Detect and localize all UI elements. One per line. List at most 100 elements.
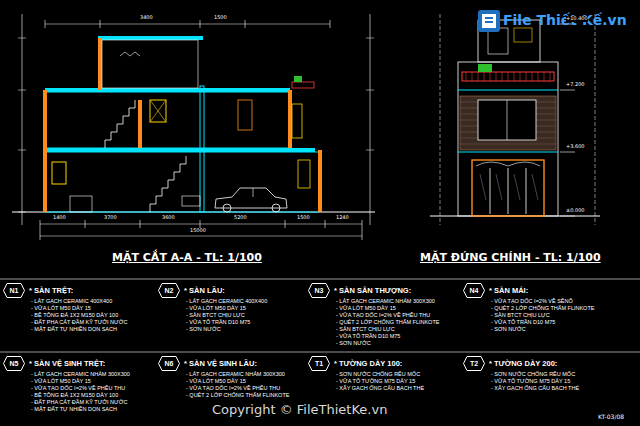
section-drawing-part: [150, 100, 166, 122]
logo-icon-part: [485, 21, 493, 23]
elevation-drawing-part: [472, 160, 544, 216]
section-drawing-part: [215, 188, 287, 208]
section-drawing-part: [43, 38, 322, 212]
code-badge: N1: [3, 283, 25, 298]
dimension: 1500: [297, 215, 310, 221]
note-line: - VỮA TÔ TRẦN D10 M75: [186, 319, 310, 326]
sheet-number: KT-03/08: [598, 414, 624, 421]
section-drawing-part: [45, 88, 290, 92]
section-drawing-part-part: [362, 220, 363, 240]
section-drawing-part-part: [18, 150, 26, 151]
section-drawing-part: [45, 152, 320, 212]
hexagon: [309, 357, 330, 371]
note-heading: * SÀN VỆ SINH TRỆT:: [29, 359, 105, 368]
section-drawing: [12, 14, 375, 240]
note-line: - VỮA TẠO DỐC I=2% VỀ PHỄU THU: [186, 385, 310, 392]
note-heading: * SÀN LẦU:: [184, 286, 225, 295]
section-drawing-part-part: [140, 220, 141, 228]
level-mark: ±0.000: [566, 208, 585, 214]
section-drawing-part-part: [40, 220, 41, 240]
section-drawing-part: [150, 156, 186, 212]
section-drawing-part-part: [43, 90, 47, 212]
elevation-drawing-part: [458, 62, 558, 216]
note-line: - LÁT GẠCH CERAMIC NHÁM 300X300: [31, 371, 155, 378]
elevation-drawing-part: [458, 151, 558, 152]
section-drawing-part-part: [98, 38, 102, 90]
notes-frame-part: [0, 279, 640, 280]
elevation-drawing-part: [440, 14, 441, 225]
section-drawing-part-part: [100, 20, 101, 28]
note-line: - VỮA LÓT M50 DÀY 15: [31, 378, 155, 385]
section-drawing-part: [105, 100, 135, 148]
note-line: - VỮA LÓT M50 DÀY 15: [186, 305, 310, 312]
section-drawing-part: [253, 188, 254, 197]
elevation-drawing-part: [595, 14, 596, 225]
notes-frame-part: [0, 352, 640, 353]
dimension: 15000: [190, 228, 206, 234]
note-line: - VỮA TẠO DỐC I=2% VỀ SÊNÔ: [491, 298, 615, 305]
section-drawing-part-part: [200, 220, 201, 228]
hexagon: [4, 357, 25, 371]
note-line: - MẶT ĐẤT TỰ NHIÊN DỌN SẠCH: [31, 326, 155, 333]
note-line: - VỮA TÔ TƯỜNG M75 DÀY 15: [336, 378, 460, 385]
section-drawing-part: [120, 52, 140, 56]
section-drawing-part-part: [18, 212, 26, 213]
note-line: - LÁT GẠCH CERAMIC NHÁM 300X300: [336, 298, 460, 305]
note-heading: * SÀN TRỆT:: [29, 286, 73, 295]
note-line: - XÂY GẠCH ỐNG CẤU BẠCH THẺ: [491, 385, 615, 392]
note-line: - SƠN NƯỚC: [491, 326, 615, 333]
section-drawing-part-part: [366, 150, 374, 151]
logo-icon-part: [478, 10, 500, 32]
note-heading: * TƯỜNG DÀY 200:: [489, 359, 557, 368]
note-block: N6* SÀN VỆ SINH LẦU:- LÁT GẠCH CERAMIC N…: [158, 356, 310, 399]
section-drawing-part-part: [200, 20, 201, 28]
section-drawing-part: [45, 148, 315, 152]
section-drawing-part-part: [318, 150, 322, 212]
elevation-drawing-part: [476, 162, 540, 166]
elevation-drawing-part: [460, 96, 556, 150]
section-drawing-part-part: [45, 20, 46, 28]
section-drawing-part: [52, 162, 66, 184]
notes-frame: [0, 279, 640, 352]
code-badge: N6: [158, 356, 180, 371]
level-mark: +7.200: [566, 82, 585, 88]
note-code: T1: [308, 356, 330, 371]
dimension: 3600: [162, 215, 175, 221]
note-line: - QUÉT 2 LỚP CHỐNG THẤM FLINKOTE: [336, 319, 460, 326]
note-line: - LÁT GẠCH CERAMIC 400X400: [186, 298, 310, 305]
note-code: N1: [3, 283, 25, 298]
elevation-drawing-part-part: [560, 152, 575, 153]
hexagon: [159, 284, 180, 298]
logo-icon: [478, 10, 500, 32]
section-drawing-part: [40, 224, 362, 225]
note-block: N2* SÀN LẦU:- LÁT GẠCH CERAMIC 400X400- …: [158, 283, 310, 333]
note-block: T2* TƯỜNG DÀY 200:- SƠN NƯỚC CHỐNG RÊU M…: [463, 356, 615, 392]
dimension: 3400: [140, 15, 153, 21]
section-drawing-part-part: [366, 38, 374, 39]
section-drawing-part-part: [285, 220, 286, 228]
elevation-drawing-part: [478, 64, 492, 72]
view-title: MẶT ĐỨNG CHÍNH - TL: 1/100: [420, 252, 601, 264]
code-badge: N3: [308, 283, 330, 298]
section-drawing-part: [150, 100, 166, 122]
hexagon: [309, 284, 330, 298]
note-line: - SƠN NƯỚC: [186, 326, 310, 333]
note-line: - VỮA LÓT M50 DÀY 15: [336, 305, 460, 312]
section-drawing-part-part: [138, 100, 142, 148]
section-drawing-part: [45, 92, 290, 148]
section-drawing-part-part: [366, 90, 374, 91]
logo-icon-part: [482, 14, 496, 28]
note-line: - VỮA TÔ TƯỜNG M75 DÀY 15: [491, 378, 615, 385]
note-heading: * TƯỜNG DÀY 100:: [334, 359, 402, 368]
section-drawing-part-part: [288, 90, 292, 148]
note-block: N4* SÀN MÁI:- VỮA TẠO DỐC I=2% VỀ SÊNÔ- …: [463, 283, 615, 333]
section-drawing-part-part: [85, 220, 86, 228]
dimension: 1240: [336, 215, 349, 221]
note-line: - ĐẤT PHA CÁT ĐẦM KỸ TƯỚI NƯỚC: [31, 319, 155, 326]
section-drawing-part: [238, 100, 252, 130]
section-drawing-part: [102, 40, 198, 88]
note-block: N3* SÀN SÂN THƯỢNG:- LÁT GẠCH CERAMIC NH…: [308, 283, 460, 347]
dimension: 1500: [214, 15, 227, 21]
note-line: - VỮA TẠO DỐC I=2% VỀ PHỄU THU: [31, 385, 155, 392]
